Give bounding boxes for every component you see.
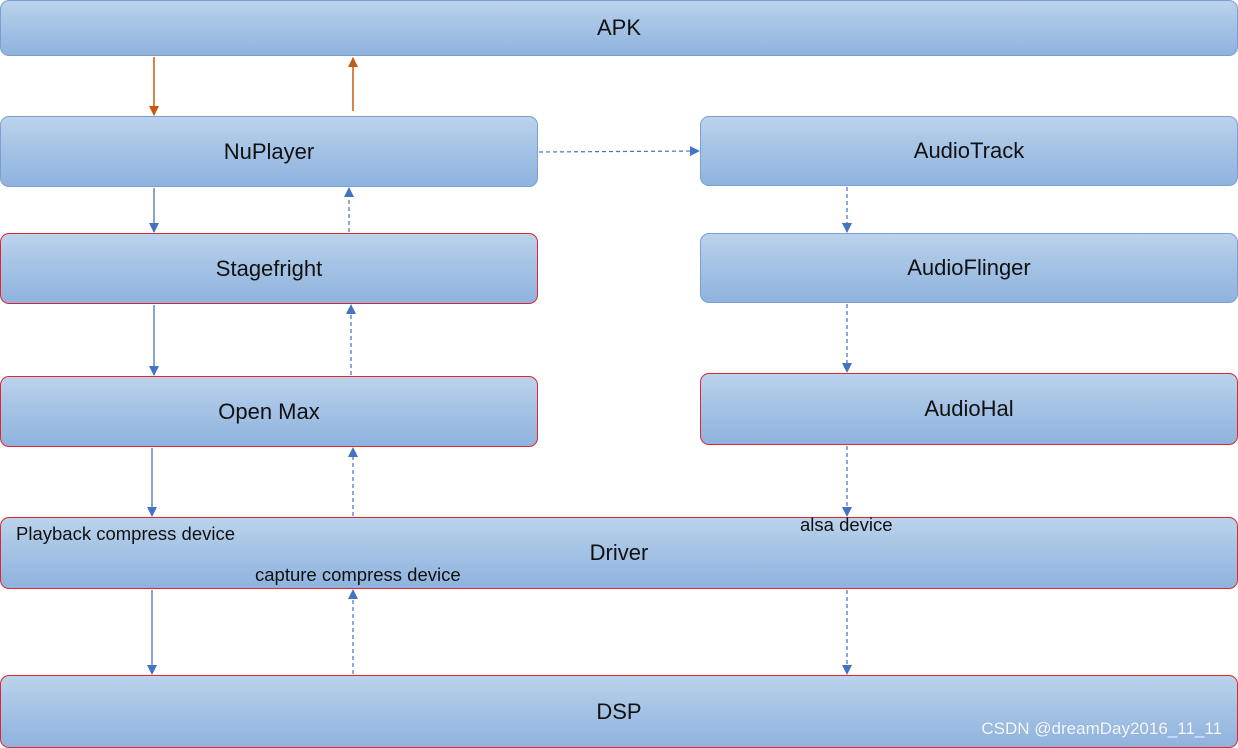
driver-label: Driver [589, 540, 649, 565]
alsa-device-note: alsa device [800, 514, 893, 535]
audioflinger-label: AudioFlinger [907, 255, 1031, 280]
nuplayer-box: NuPlayer [0, 116, 538, 187]
openmax-box: Open Max [0, 376, 538, 447]
stagefright-label: Stagefright [215, 255, 323, 281]
audiohal-label: AudioHal [924, 396, 1014, 421]
audiohal-box: AudioHal [700, 373, 1238, 445]
capture-compress-note: capture compress device [255, 564, 461, 585]
dsp-label: DSP [596, 698, 642, 724]
stagefright-box: Stagefright [0, 233, 538, 304]
audioflinger-box: AudioFlinger [700, 233, 1238, 303]
arrow-nuplayer-to-audiotrack [538, 146, 700, 157]
watermark: CSDN @dreamDay2016_11_11 [981, 719, 1222, 738]
apk-label: APK [596, 15, 642, 40]
openmax-label: Open Max [218, 398, 320, 424]
nuplayer-label: NuPlayer [223, 138, 315, 164]
audiotrack-box: AudioTrack [700, 116, 1238, 186]
apk-box: APK [0, 0, 1238, 56]
playback-compress-note: Playback compress device [16, 523, 236, 544]
driver-box: Driver [0, 517, 1238, 589]
audiotrack-label: AudioTrack [913, 138, 1025, 163]
